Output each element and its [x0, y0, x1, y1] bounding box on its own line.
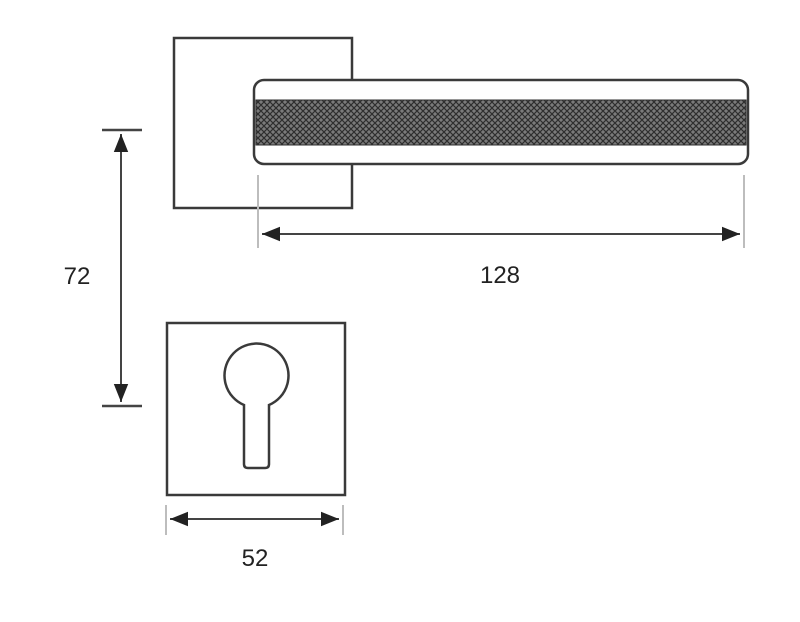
handle-length-label: 128: [480, 262, 520, 289]
rose-spacing-label: 72: [64, 263, 91, 290]
lever-handle-assembly: [172, 36, 750, 210]
dimension-rose-spacing: 72: [64, 128, 142, 408]
lever-knurled-grip: [255, 99, 747, 146]
escutcheon-width-label: 52: [242, 545, 269, 572]
escutcheon-assembly: [165, 321, 347, 497]
dimension-escutcheon-width: 52: [165, 505, 344, 572]
dimension-handle-length: 128: [257, 175, 745, 289]
keyhole-icon: [223, 342, 290, 470]
